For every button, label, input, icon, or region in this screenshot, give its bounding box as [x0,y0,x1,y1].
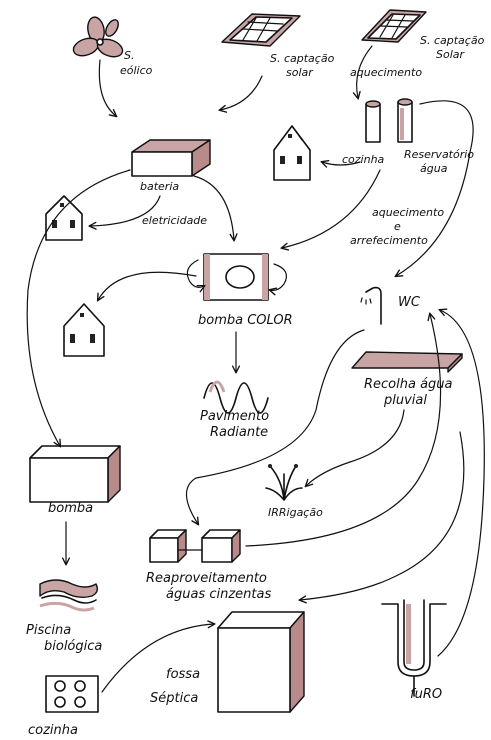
fossa-label-1: fossa [166,667,200,682]
house-icon [273,125,311,181]
recolha-label-2: pluvial [383,393,427,408]
pump-box-icon [29,445,121,503]
house-icon [63,303,105,357]
fossa-label-2: Séptica [150,691,198,706]
well-icon [381,599,447,697]
wind-turbine-icon [72,16,124,58]
aquecimento-top-label: aquecimento [350,66,422,79]
battery-icon [131,139,211,177]
cozinha-bottom-label: cozinha [28,723,78,738]
furo-label: fuRO [410,687,442,702]
aquec-arref-label-2: e [394,220,401,233]
irrigation-plant-icon [265,464,303,501]
house-icon [45,195,83,241]
septic-tank-icon [217,611,305,713]
solar-panel-icon [221,13,301,47]
rainwater-collector-icon [351,351,463,373]
bateria-label: bateria [140,180,179,193]
piscina-label-1: Piscina [26,623,71,638]
solar-right-label-2: Solar [436,48,466,61]
irrigacao-label: IRRigação [268,506,323,519]
cooktop-icon [45,675,99,713]
cozinha-top-label: cozinha [342,153,385,166]
eolico-label-1: S. [124,49,134,62]
bomba-color-label: bomba COLOR [198,313,293,328]
recolha-label-1: Recolha água [364,377,453,392]
heat-pump-icon [186,253,287,301]
radiant-floor-icon [203,382,269,414]
pavimento-label-1: Pavimento [200,409,269,424]
biological-pool-icon [39,579,99,612]
aquec-arref-label-1: aquecimento [372,206,444,219]
water-reservoir-icon [365,98,413,143]
greywater-tanks-icon [149,529,241,563]
solar-panel-icon [361,9,427,43]
eolico-label-2: eólico [120,64,153,77]
reservatorio-label-1: Reservatório [404,148,474,161]
wc-label: WC [398,295,421,310]
solar-left-label-1: S. captação [270,52,335,65]
reaproveitamento-label-2: águas cinzentas [166,587,271,602]
reaproveitamento-label-1: Reaproveitamento [146,571,267,586]
solar-right-label-1: S. captação [420,34,485,47]
reservatorio-label-2: água [420,162,448,175]
aquec-arref-label-3: arrefecimento [350,234,428,247]
shower-icon [360,286,382,325]
solar-left-label-2: solar [286,66,314,79]
eletricidade-label: eletricidade [142,214,207,227]
pavimento-label-2: Radiante [210,425,268,440]
bomba-label: bomba [48,501,93,516]
flow-arrows [26,45,485,693]
piscina-label-2: biológica [44,639,102,654]
